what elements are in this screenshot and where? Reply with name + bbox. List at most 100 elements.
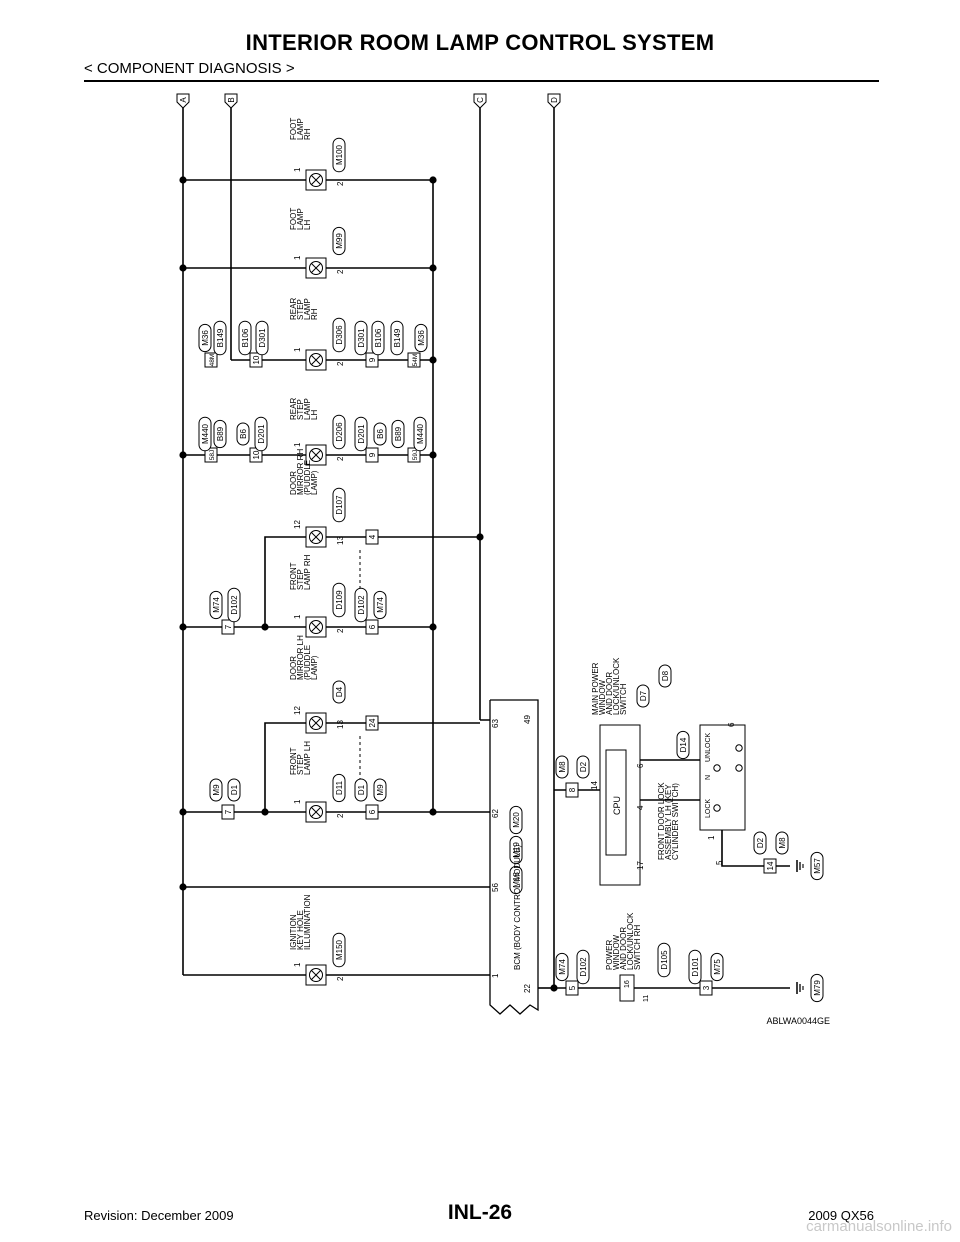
bulb-filament xyxy=(311,175,321,185)
connector-id xyxy=(354,778,368,802)
connector-id xyxy=(710,952,724,982)
bcm-pin: 49 xyxy=(523,715,532,724)
lamp-name: RH xyxy=(310,308,319,320)
cpu-label: CPU xyxy=(612,796,622,815)
pin-number: 12 xyxy=(293,520,302,529)
figure-id: ABLWA0044GE xyxy=(766,1016,830,1026)
lamp-name: LH xyxy=(310,410,319,420)
lamp-name: FRONT xyxy=(289,562,298,590)
lamp-name: LAMP xyxy=(303,298,312,320)
rh-switch-name: SWITCH RH xyxy=(633,924,642,970)
main-switch-connector xyxy=(636,684,650,708)
inline-pin xyxy=(565,980,579,996)
connector-ref-flag xyxy=(547,93,561,109)
puddle-rh-circuit xyxy=(264,536,480,627)
splice-dot xyxy=(179,883,187,891)
pin-number: 48M xyxy=(209,354,216,367)
connector-id-text: D1 xyxy=(230,784,239,795)
switch-contact xyxy=(735,744,743,752)
switch-contact xyxy=(713,764,721,772)
pin-number: 6 xyxy=(368,624,377,629)
connector-id-text: D301 xyxy=(258,328,267,348)
lamp-connector xyxy=(332,226,346,256)
lamp-name: STEP xyxy=(296,754,305,775)
pin-number: 4 xyxy=(636,805,645,810)
pin-number: 59J xyxy=(412,450,419,460)
lamp-name: STEP xyxy=(296,569,305,590)
connector-id xyxy=(753,831,767,855)
pin-number: 2 xyxy=(336,628,345,633)
switch-position: UNLOCK xyxy=(705,732,712,762)
splice-dot xyxy=(179,808,187,816)
connector-id xyxy=(354,320,368,356)
connector-ref-flag xyxy=(224,93,238,109)
pin-number: 2 xyxy=(336,361,345,366)
ground-connector xyxy=(810,973,824,1003)
pin-number: 5 xyxy=(568,985,577,990)
connector-id xyxy=(236,422,250,446)
pin-number: 7 xyxy=(224,624,233,629)
connector-id xyxy=(238,320,252,356)
splice-dot xyxy=(261,623,269,631)
rh-switch-name: WINDOW xyxy=(612,934,621,970)
lamp-name: STEP xyxy=(296,399,305,420)
lamp-connector-text: M150 xyxy=(335,939,344,960)
splice-dot xyxy=(476,533,484,541)
bulb-filament xyxy=(311,532,321,542)
pin-number: 1 xyxy=(293,799,302,804)
splice-dot xyxy=(179,176,187,184)
splice-dot xyxy=(550,984,558,992)
connector-id xyxy=(390,320,404,356)
pin-number: 13 xyxy=(336,536,345,545)
rh-switch-name: AND DOOR xyxy=(619,927,628,970)
pin-number: 11 xyxy=(643,995,650,1002)
connector-id xyxy=(198,323,212,353)
pin-number: 14 xyxy=(590,781,599,790)
ground-connector-text: M79 xyxy=(813,980,822,996)
cylinder-switch-connector xyxy=(676,730,690,760)
connector-id xyxy=(227,778,241,802)
bulb-filament xyxy=(311,622,321,632)
connector-id-text: D201 xyxy=(357,424,366,444)
lamp-connector xyxy=(332,414,346,450)
pin-number: 2 xyxy=(336,456,345,461)
cylinder-switch-connector-text: D14 xyxy=(679,737,688,752)
lamp-name: LAMP LH xyxy=(303,741,312,775)
splice-dot xyxy=(429,176,437,184)
pin-number: 5 xyxy=(715,860,724,865)
cylinder-switch-name: CYLINDER SWITCH) xyxy=(671,783,680,860)
connector-id xyxy=(198,416,212,452)
connector-id xyxy=(255,320,269,356)
lamp-name: DOOR xyxy=(289,471,298,495)
connector-id-text: M36 xyxy=(417,330,426,346)
lamp-connector xyxy=(332,932,346,968)
pin-number: 10 xyxy=(252,355,261,364)
lamp-name: LAMP xyxy=(296,118,305,140)
connector-id xyxy=(209,778,223,802)
main-switch-name: LOCK/UNLOCK xyxy=(612,657,621,715)
pin-number: 1 xyxy=(293,167,302,172)
main-switch-name: SWITCH xyxy=(619,683,628,715)
bcm-connector xyxy=(509,865,523,895)
bcm-pin: 63 xyxy=(491,719,500,728)
connector-id-text: M75 xyxy=(713,959,722,975)
splice-dot xyxy=(179,451,187,459)
pin-number: 2 xyxy=(336,269,345,274)
connector-id-text: D1 xyxy=(357,784,366,795)
connector-id-text: D102 xyxy=(357,595,366,615)
page-title: INTERIOR ROOM LAMP CONTROL SYSTEM xyxy=(245,30,715,55)
connector-id xyxy=(555,755,569,779)
bulb-filament xyxy=(311,355,321,365)
splice-dot xyxy=(429,264,437,272)
inline-pin xyxy=(365,529,379,545)
pin-number: 13 xyxy=(336,720,345,729)
inline-pin xyxy=(204,352,218,368)
main-switch-name: AND DOOR xyxy=(605,672,614,715)
rh-switch-connector-text: D105 xyxy=(660,950,669,970)
splice-dot xyxy=(429,451,437,459)
lamp-name: DOOR xyxy=(289,656,298,680)
connector-id xyxy=(209,590,223,620)
connector-id-text: B89 xyxy=(216,426,225,441)
pin-number: 2 xyxy=(336,181,345,186)
main-switch-connector-text: D7 xyxy=(639,690,648,701)
